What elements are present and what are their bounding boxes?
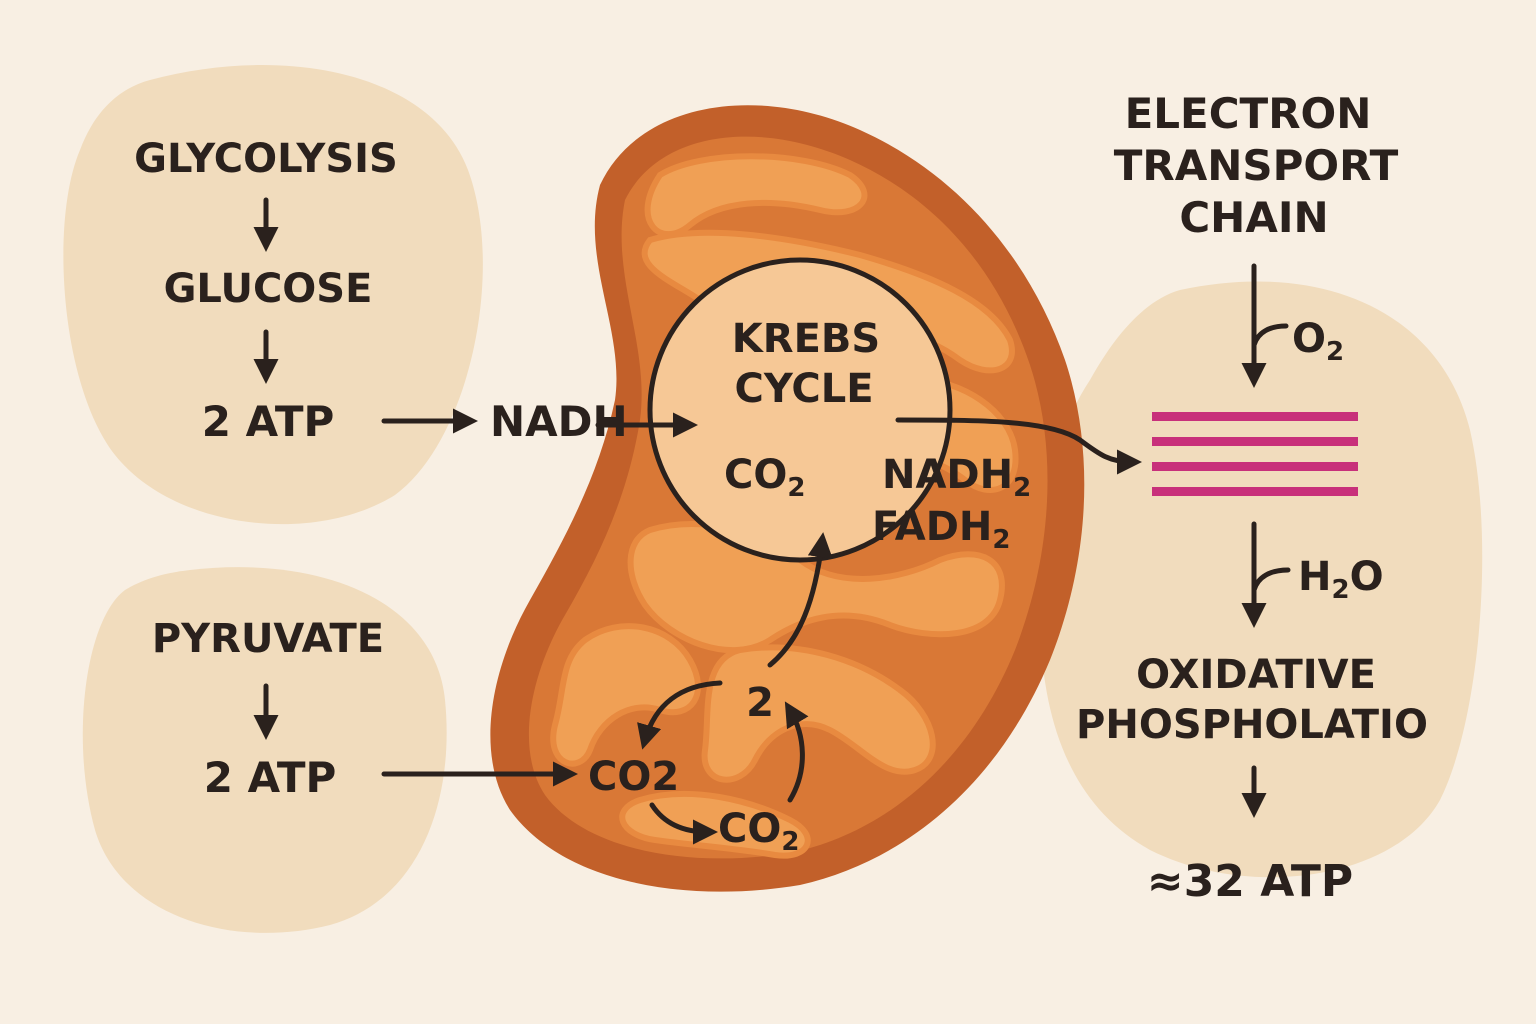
krebs-fadh2-label: FADH2 <box>872 504 1010 555</box>
crista <box>550 623 702 767</box>
small-cycle-co2-bottom-label: CO2 <box>718 806 799 857</box>
krebs-co2-label: CO2 <box>724 452 805 503</box>
crista <box>701 644 936 783</box>
glycolysis-bubble <box>63 65 483 525</box>
o2-label: O2 <box>1292 316 1344 367</box>
arrow-to-krebs-icon <box>767 532 833 668</box>
arrow-krebs-to-etc-icon <box>895 417 1142 475</box>
h2o-branch-icon <box>1251 567 1291 593</box>
pyruvate-bubble <box>82 567 447 933</box>
pyruvate-title: PYRUVATE <box>152 616 384 662</box>
cycle-arrow-icon <box>649 802 718 845</box>
krebs-cycle-circle <box>647 257 953 563</box>
krebs-nadh2-label: NADH2 <box>882 452 1031 503</box>
cycle-arrow-icon <box>784 701 809 803</box>
pyruvate-atp-label: 2 ATP <box>204 753 337 802</box>
oxphos-line2: PHOSPHOLATIO <box>1076 702 1428 748</box>
small-cycle-number: 2 <box>746 680 774 726</box>
cycle-arrow-icon <box>637 680 723 750</box>
krebs-input-nadh-label: NADH <box>490 397 628 446</box>
glycolysis-title: GLYCOLYSIS <box>134 136 398 182</box>
glucose-label: GLUCOSE <box>164 266 373 312</box>
etc-title-line1: ELECTRON <box>1125 89 1372 138</box>
glycolysis-atp-label: 2 ATP <box>202 397 335 446</box>
etc-title-line3: CHAIN <box>1179 193 1328 242</box>
oxphos-line1: OXIDATIVE <box>1136 652 1376 698</box>
electron-transport-chain-bars <box>1152 412 1358 496</box>
o2-branch-icon <box>1251 323 1289 348</box>
krebs-title-line1: KREBS <box>732 316 880 362</box>
h2o-label: H2O <box>1298 554 1384 605</box>
krebs-title-line2: CYCLE <box>734 366 873 412</box>
etc-title-line2: TRANSPORT <box>1114 141 1399 190</box>
atp-result-label: ≈32 ATP <box>1147 856 1353 907</box>
small-cycle-co2-left-label: CO2 <box>588 754 679 800</box>
